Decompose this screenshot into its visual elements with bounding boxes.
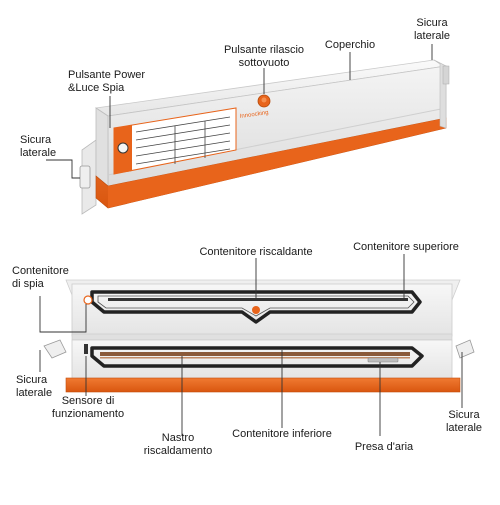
- vacuum-release-button-highlight: [261, 97, 267, 103]
- right-latch: [442, 65, 450, 85]
- left-latch: [79, 165, 91, 189]
- power-button-icon: [117, 142, 129, 154]
- label-contenitore-di-spia: Contenitore di spia: [12, 265, 69, 290]
- label-pulsante-power: Pulsante Power &Luce Spia: [68, 69, 146, 94]
- label-sicura-laterale-bottom-left: Sicura laterale: [16, 374, 53, 399]
- heating-tape-edge: [100, 357, 410, 359]
- label-nastro-riscaldamento: Nastro riscaldamento: [143, 432, 213, 457]
- orange-base-front: [108, 118, 446, 208]
- hinge: [71, 333, 453, 341]
- left-side-latch: [43, 339, 67, 359]
- label-pulsante-rilascio-sottovuoto: Pulsante rilascio sottovuoto: [223, 44, 305, 69]
- brand-text: Innoocking: [239, 110, 269, 120]
- label-contenitore-riscaldante: Contenitore riscaldante: [199, 246, 313, 258]
- label-presa-d-aria: Presa d'aria: [354, 441, 414, 453]
- label-sicura-laterale-bottom-right: Sicura laterale: [445, 409, 483, 434]
- lower-gasket: [90, 346, 424, 368]
- label-sicura-laterale-top-left: Sicura laterale: [20, 134, 57, 159]
- label-contenitore-inferiore: Contenitore inferiore: [232, 428, 332, 440]
- label-sensore-di-funzionamento: Sensore di funzionamento: [51, 395, 125, 420]
- label-sicura-laterale-top-right: Sicura laterale: [413, 17, 451, 42]
- open-sealer: [43, 279, 475, 393]
- label-coperchio: Coperchio: [324, 39, 376, 51]
- sensor-pin: [84, 344, 88, 354]
- heating-tape: [100, 352, 410, 356]
- orange-base-bottom: [65, 377, 461, 393]
- air-intake-slot: [367, 357, 399, 363]
- upper-heating-strip: [108, 298, 408, 301]
- lid-left-face: [95, 107, 109, 187]
- upper-gasket-inner: [97, 295, 415, 317]
- vacuum-port-icon: [252, 306, 260, 314]
- closed-sealer: Innoocking: [79, 59, 450, 215]
- indicator-light-icon: [83, 295, 93, 305]
- right-side-latch: [455, 339, 475, 359]
- panel-printed-lines: [135, 116, 231, 165]
- leader-lines: [39, 44, 463, 436]
- label-contenitore-superiore: Contenitore superiore: [353, 241, 459, 253]
- upper-gasket: [90, 290, 422, 324]
